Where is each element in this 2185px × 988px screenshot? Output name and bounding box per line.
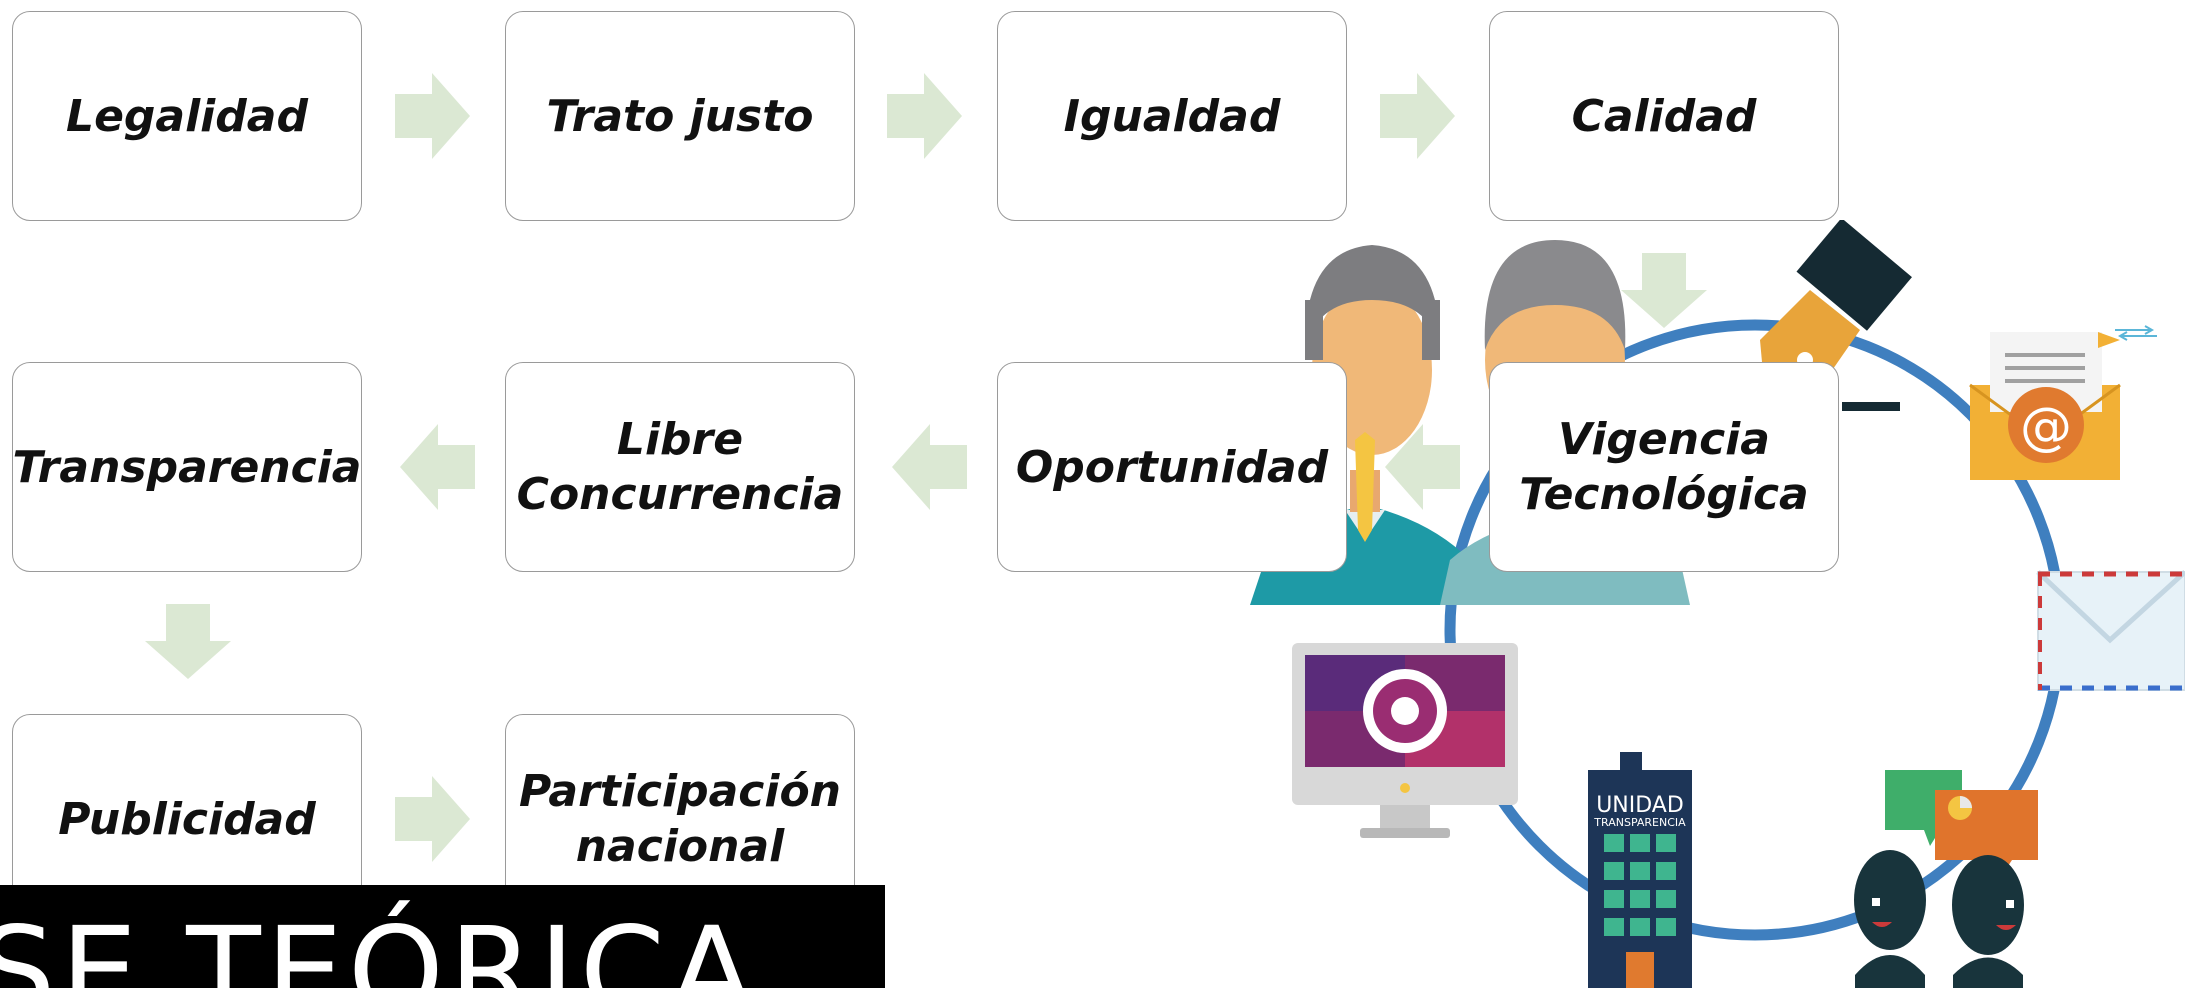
principle-box-legalidad: Legalidad xyxy=(12,11,362,221)
principle-label: Trato justo xyxy=(546,90,814,142)
building-sign-line1: UNIDAD xyxy=(1596,793,1684,818)
principle-label: Libre Concurrencia xyxy=(516,414,844,520)
principle-label: Legalidad xyxy=(66,90,308,142)
people-talking-icon xyxy=(1854,770,2038,988)
section-title-banner: SE TEÓRICA xyxy=(0,885,885,988)
principle-box-calidad: Calidad xyxy=(1489,11,1839,221)
flow-arrow-right xyxy=(1380,73,1455,159)
principle-label: Calidad xyxy=(1571,90,1757,142)
principle-label: Transparencia xyxy=(12,441,362,493)
flow-arrow-right xyxy=(887,73,962,159)
transparency-portal-monitor-icon xyxy=(1292,643,1518,838)
businessman-icon xyxy=(1250,245,1485,605)
principle-label: Oportunidad xyxy=(1015,441,1329,493)
flow-arrow-down xyxy=(1621,253,1707,328)
email-at-symbol: @ xyxy=(2020,397,2072,457)
principle-box-oportunidad: Oportunidad xyxy=(997,362,1347,572)
section-title: SE TEÓRICA xyxy=(0,901,759,988)
principle-box-igualdad: Igualdad xyxy=(997,11,1347,221)
flow-arrow-left xyxy=(1385,424,1460,510)
principle-box-libre-concurrencia: Libre Concurrencia xyxy=(505,362,855,572)
transparency-unit-building-icon: UNIDAD TRANSPARENCIA xyxy=(1588,752,1692,988)
air-mail-envelope-icon xyxy=(2036,570,2185,691)
flow-arrow-right xyxy=(395,776,470,862)
building-sign-line2: TRANSPARENCIA xyxy=(1593,816,1686,829)
principle-box-vigencia-tecnologica: Vigencia Tecnológica xyxy=(1489,362,1839,572)
principle-label: Igualdad xyxy=(1063,90,1281,142)
principle-label: Participación nacional xyxy=(518,766,841,872)
flow-arrow-down xyxy=(145,604,231,679)
principle-label: Vigencia Tecnológica xyxy=(1519,414,1809,520)
email-envelope-icon: @ xyxy=(1969,325,2157,480)
principle-box-transparencia: Transparencia xyxy=(12,362,362,572)
principle-label: Publicidad xyxy=(58,793,316,845)
principle-box-trato-justo: Trato justo xyxy=(505,11,855,221)
flow-arrow-right xyxy=(395,73,470,159)
flow-arrow-left xyxy=(400,424,475,510)
flow-arrow-left xyxy=(892,424,967,510)
transparency-illustration: @ UNIDAD TRANSPARENCIA xyxy=(1250,220,2185,988)
